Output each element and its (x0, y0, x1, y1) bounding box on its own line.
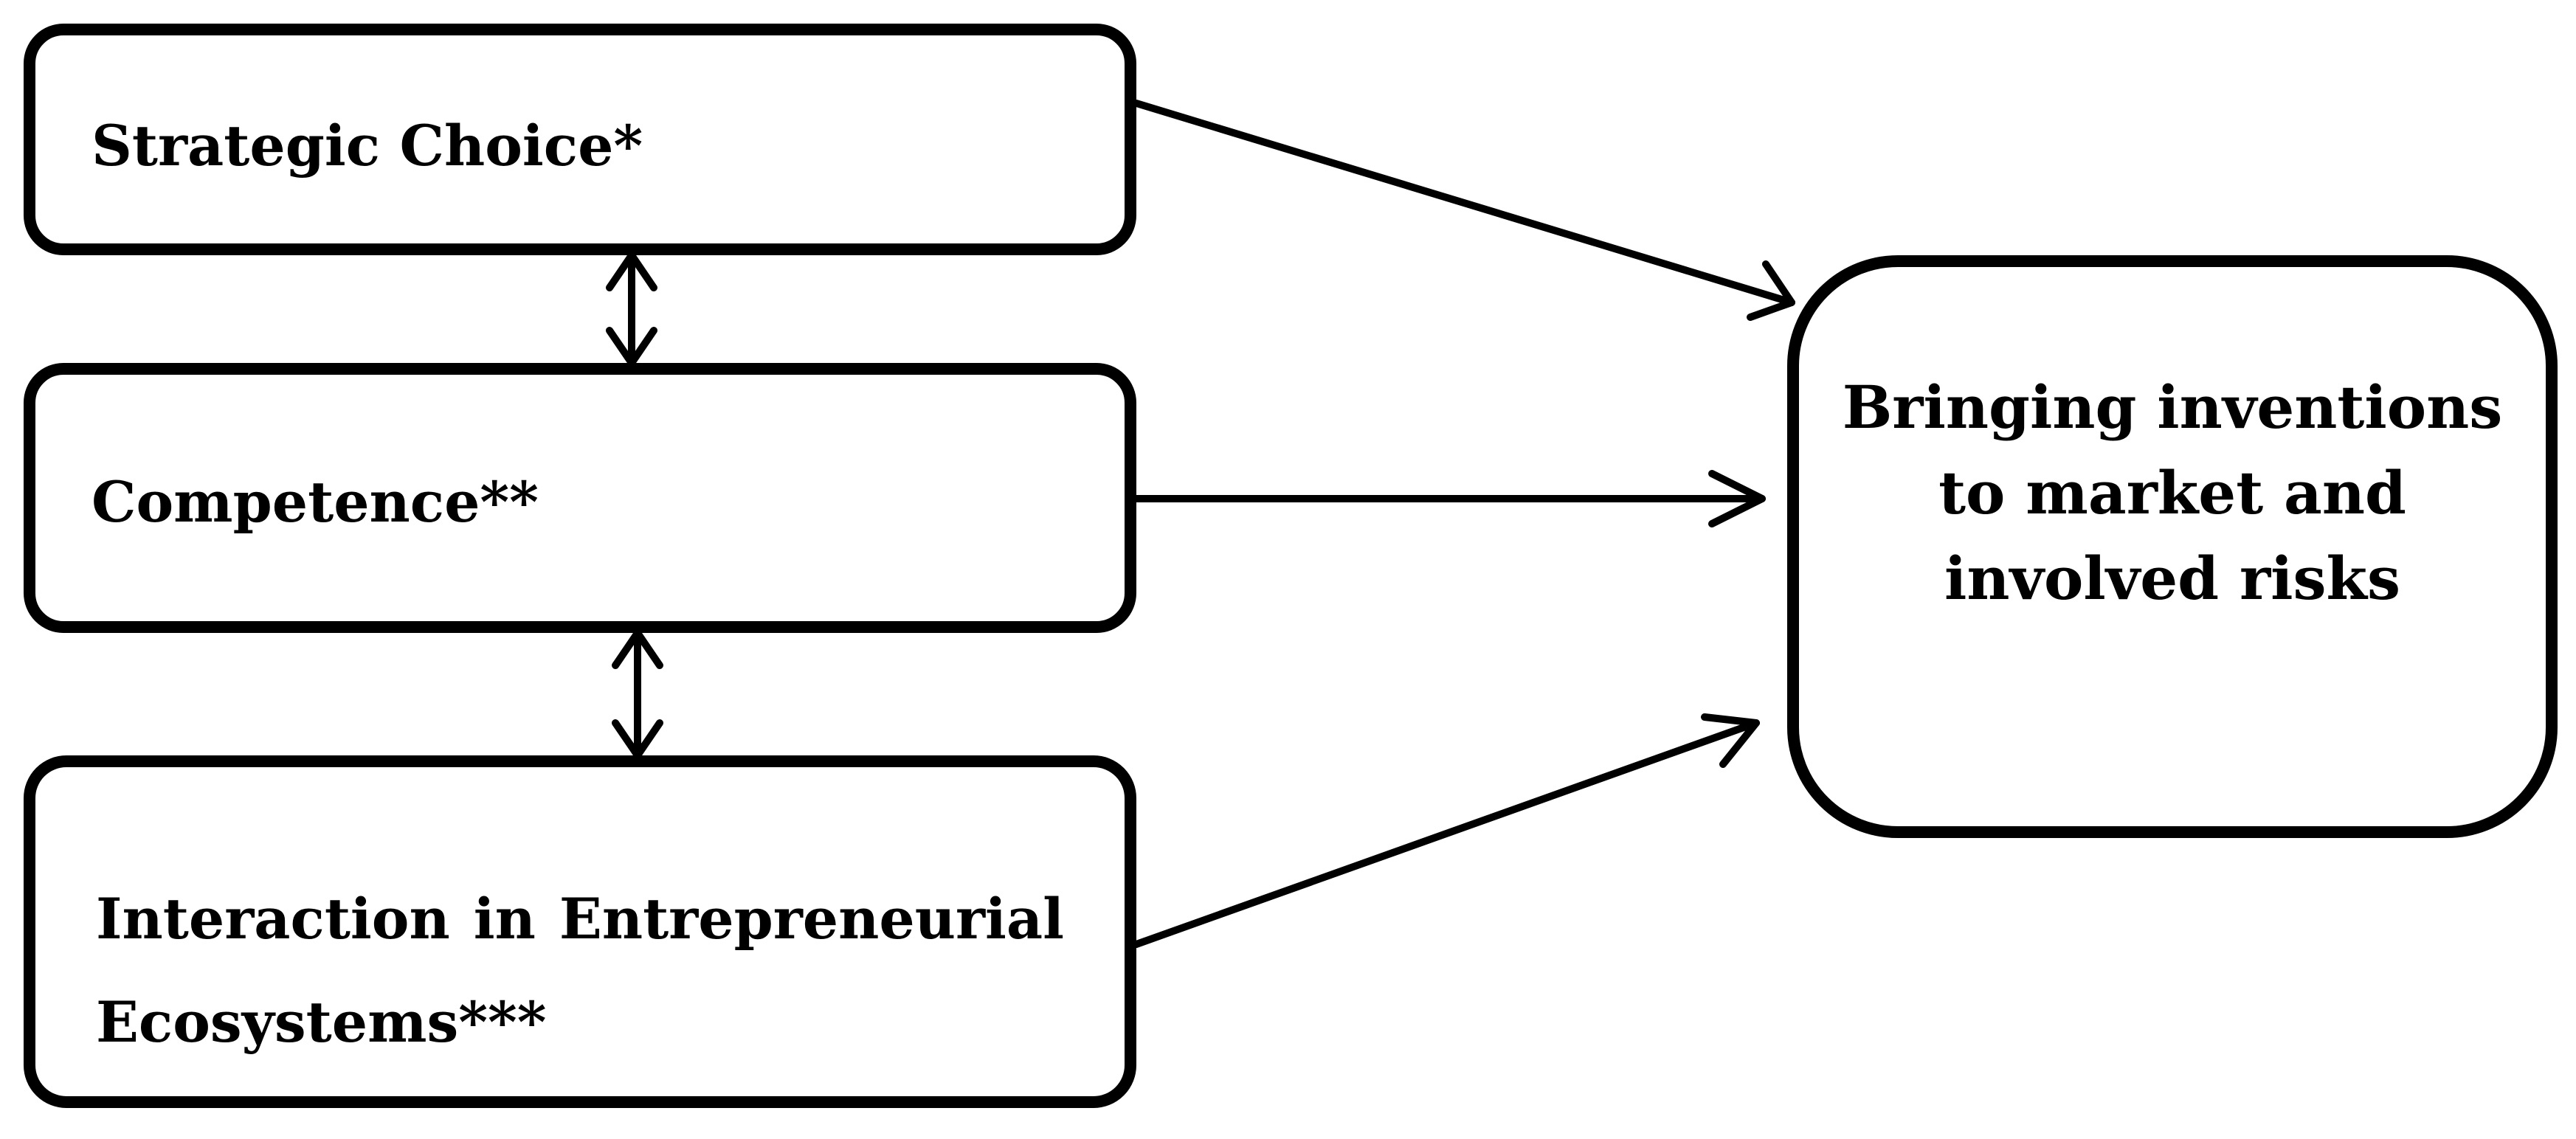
arrowhead-strategic-to-outcome (1747, 260, 1795, 321)
competence-label: Competence** (91, 469, 539, 535)
interaction-ecosystems-label: Interaction in Entrepreneurial Ecosystem… (96, 886, 1064, 1055)
arrow-strategic-to-outcome (1133, 100, 1795, 306)
arrowhead-competence-to-outcome (1708, 470, 1766, 527)
strategic-choice-box (24, 24, 1136, 255)
arrowhead-interaction-to-outcome (1701, 713, 1760, 768)
double-arrowhead-bottom-2 (612, 719, 663, 759)
strategic-choice-label: Strategic Choice* (91, 113, 643, 179)
competence-box (24, 363, 1136, 633)
arrow-interaction-to-outcome (1133, 719, 1760, 948)
outcome-label: Bringing inventions to market and involv… (1842, 373, 2503, 613)
double-arrowhead-top-2 (612, 629, 663, 669)
interaction-ecosystems-box (24, 755, 1136, 1108)
double-arrowhead-bottom-1 (606, 327, 657, 367)
outcome-box (1787, 255, 2558, 838)
double-arrowhead-top-1 (606, 252, 657, 291)
